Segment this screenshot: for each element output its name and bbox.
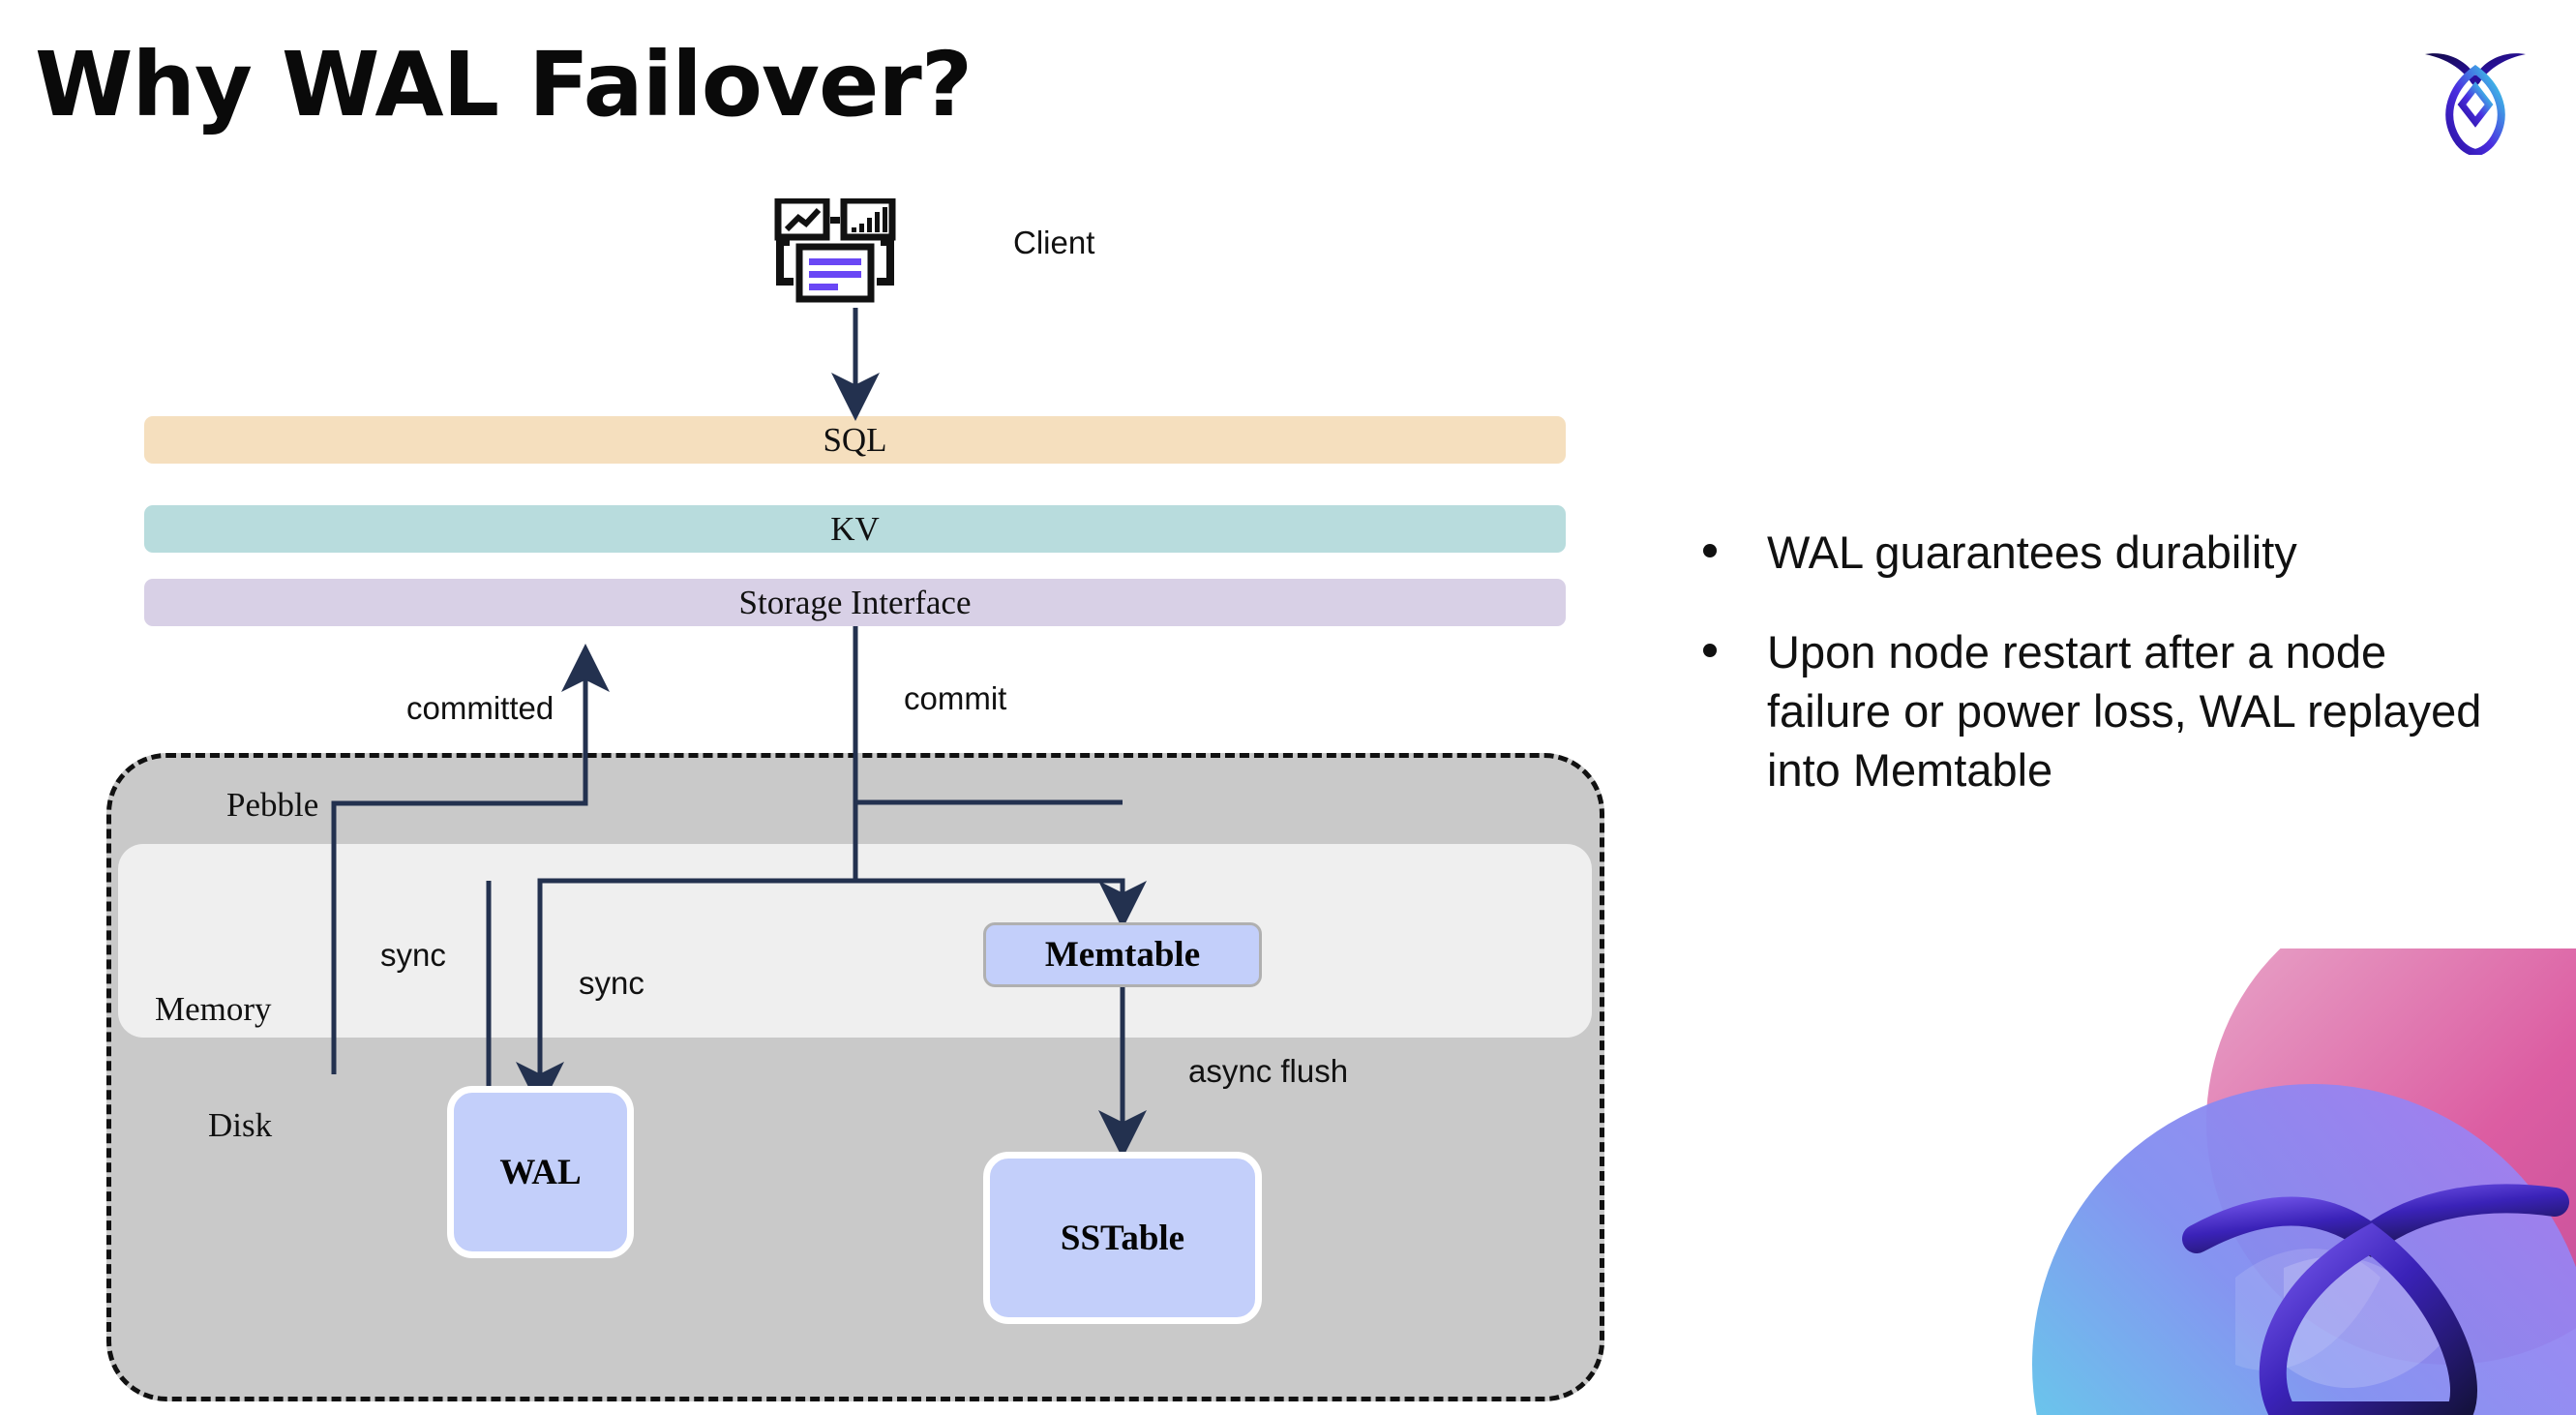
bullet-dot-icon (1703, 644, 1717, 658)
layer-label-sql: SQL (823, 420, 887, 459)
layer-label-storage: Storage Interface (738, 583, 972, 621)
list-item: WAL guarantees durability (1703, 523, 2506, 582)
disk-label: Disk (208, 1106, 273, 1144)
node-wal[interactable]: WAL (447, 1086, 634, 1258)
memory-label: Memory (155, 990, 272, 1028)
page-title: Why WAL Failover? (35, 33, 973, 136)
node-memtable[interactable]: Memtable (983, 922, 1262, 987)
edge-label-sync-1: sync (380, 937, 446, 973)
edge-label-sync-2: sync (579, 965, 644, 1001)
cockroach-labs-logo-icon (2417, 37, 2533, 158)
layer-bar-sql: SQL (144, 416, 1566, 464)
edge-label-commit: commit (904, 680, 1007, 716)
bullet-text: Upon node restart after a node failure o… (1767, 626, 2482, 797)
node-memtable-label: Memtable (1044, 935, 1201, 975)
bullet-dot-icon (1703, 544, 1717, 557)
client-label: Client (1013, 225, 1095, 260)
edge-label-committed: committed (406, 690, 554, 726)
node-wal-label: WAL (499, 1152, 582, 1192)
client-dashboard-icon (774, 196, 929, 315)
memory-region (118, 844, 1592, 1038)
node-sstable-label: SSTable (1060, 1218, 1185, 1258)
layer-bar-storage: Storage Interface (144, 579, 1566, 626)
list-item: Upon node restart after a node failure o… (1703, 622, 2506, 799)
bullet-list: WAL guarantees durability Upon node rest… (1703, 523, 2506, 840)
edge-label-async-flush: async flush (1188, 1053, 1349, 1089)
bullet-text: WAL guarantees durability (1767, 527, 2297, 578)
pebble-label: Pebble (226, 786, 319, 824)
layer-bar-kv: KV (144, 505, 1566, 553)
cockroach-logo-watermark-icon (1993, 948, 2576, 1415)
layer-label-kv: KV (830, 509, 880, 548)
node-sstable[interactable]: SSTable (983, 1152, 1262, 1324)
